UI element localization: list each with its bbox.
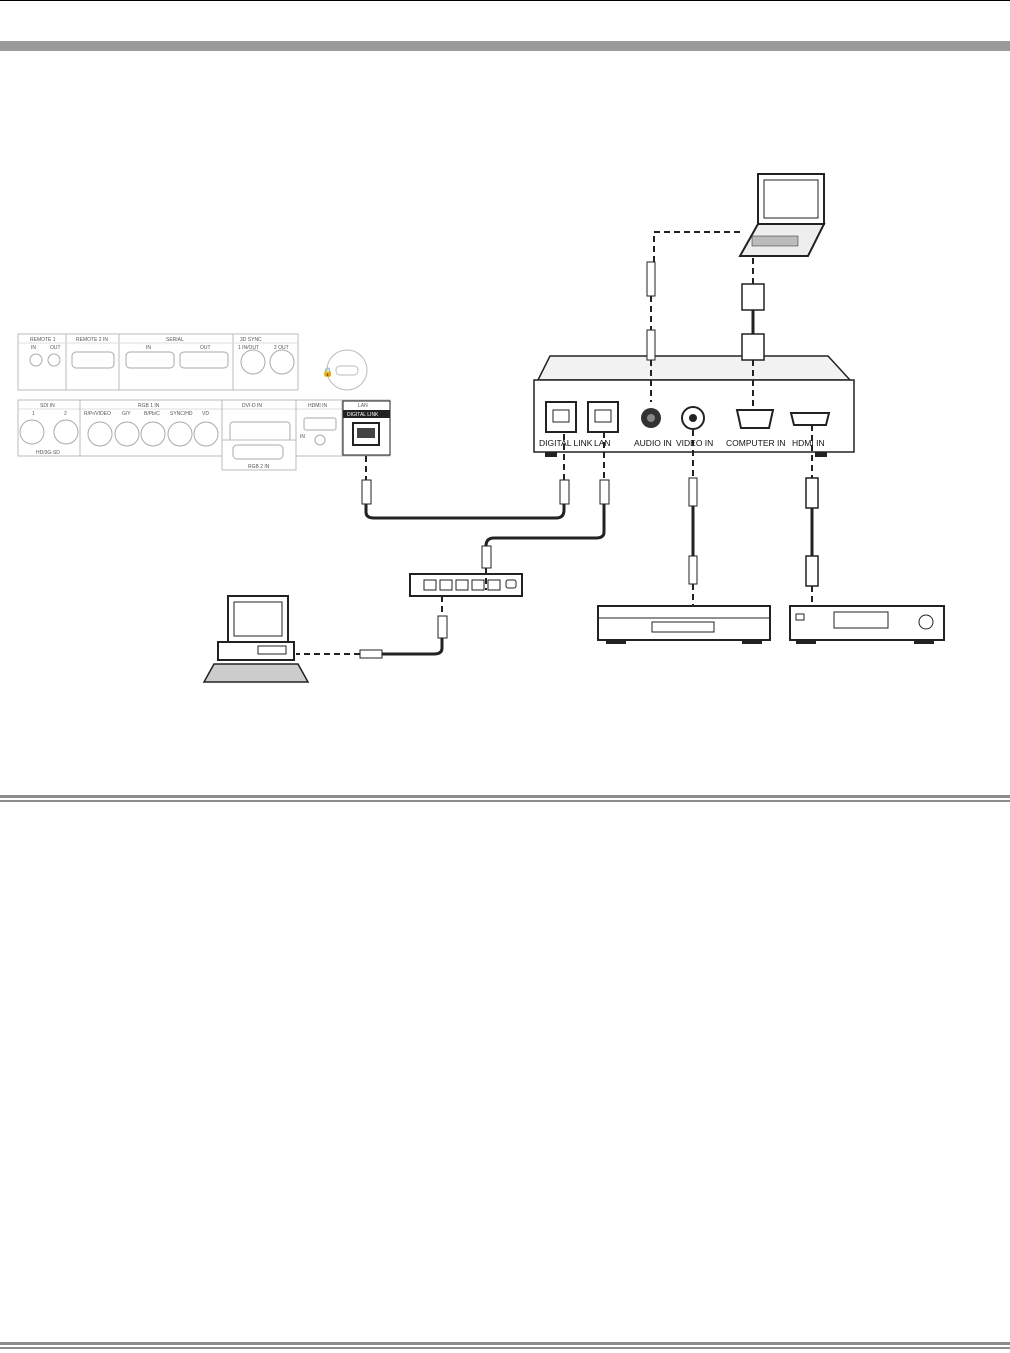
port-label-lan: LAN — [594, 438, 611, 448]
panel-sub-label: 1 IN/OUT — [238, 345, 259, 351]
desktop-computer-icon — [202, 595, 310, 683]
hdmi-plug-icon — [805, 555, 819, 587]
panel-sub-label: IN — [146, 345, 151, 351]
panel-sub-label: IN — [31, 345, 36, 351]
panel-label-serial: SERIAL — [166, 337, 184, 343]
panel-digital-link-label: DIGITAL LINK — [347, 412, 379, 418]
rca-plug-icon — [688, 477, 698, 507]
section-divider — [0, 795, 1010, 802]
panel-label-rgb1: RGB 1 IN — [138, 403, 160, 409]
panel-sub-label: R/Pr/VIDEO — [84, 411, 111, 417]
laptop-icon — [738, 173, 826, 257]
panel-sub-label: SYNC/HD — [170, 411, 193, 417]
network-hub-icon — [409, 573, 523, 597]
panel-sub-label: VD — [202, 411, 209, 417]
panel-label-3dsync: 3D SYNC — [240, 337, 262, 343]
vga-plug-icon — [741, 283, 765, 311]
panel-sub-label: OUT — [200, 345, 211, 351]
panel-sub-label: IN — [300, 434, 305, 440]
panel-label-rgb2: RGB 2 IN — [248, 464, 270, 470]
video-deck-icon — [597, 605, 771, 644]
port-label-video-in: VIDEO IN — [676, 438, 713, 448]
cables — [296, 231, 819, 659]
panel-label-remote2: REMOTE 2 IN — [76, 337, 108, 343]
panel-label-sdi: SDI IN — [40, 403, 55, 409]
rca-plug-icon — [688, 555, 698, 585]
audio-plug-icon — [646, 329, 656, 361]
av-player-icon — [789, 605, 945, 644]
hdmi-plug-icon — [805, 477, 819, 509]
vga-plug-icon — [741, 333, 765, 361]
port-label-digital-link: DIGITAL LINK — [539, 438, 593, 448]
vga-port-icon — [735, 409, 775, 429]
lan-plug-icon — [361, 479, 372, 505]
panel-sub-label: 1 — [32, 411, 35, 417]
svg-text:🔒: 🔒 — [322, 367, 333, 377]
panel-sub-label: G/Y — [122, 411, 131, 417]
bottom-divider — [0, 1342, 1010, 1349]
hdmi-port-icon — [789, 412, 831, 426]
panel-sub-label: 2 OUT — [274, 345, 289, 351]
panel-label-remote1: REMOTE 1 — [30, 337, 56, 343]
panel-note-sdi: HD/3G-SD — [36, 450, 60, 456]
port-label-audio-in: AUDIO IN — [634, 438, 672, 448]
panel-label-hdmi: HDMI IN — [308, 403, 328, 409]
audio-plug-icon — [646, 261, 656, 297]
lan-plug-icon — [437, 615, 448, 639]
projector-terminal-panel: REMOTE 1 REMOTE 2 IN SERIAL 3D SYNC IN O… — [17, 333, 391, 471]
digital-link-port-icon — [545, 401, 577, 433]
port-label-hdmi-in: HDMI IN — [792, 438, 825, 448]
port-label-computer-in: COMPUTER IN — [726, 438, 786, 448]
panel-sub-label: B/Pb/C — [144, 411, 160, 417]
lan-plug-icon — [481, 545, 492, 569]
section-header-bar — [0, 41, 1010, 51]
lan-port-icon — [587, 401, 619, 433]
panel-sub-label: 2 — [64, 411, 67, 417]
panel-label-dvi: DVI-D IN — [242, 403, 262, 409]
panel-sub-label: OUT — [50, 345, 61, 351]
connection-diagram: .ln { stroke:#222; fill:none; } .dash { … — [17, 173, 945, 683]
lan-plug-icon — [559, 479, 570, 505]
top-rule — [0, 0, 1010, 1]
panel-lan-label: LAN — [358, 403, 368, 409]
lan-plug-icon — [359, 649, 383, 659]
lan-plug-icon — [599, 479, 610, 505]
